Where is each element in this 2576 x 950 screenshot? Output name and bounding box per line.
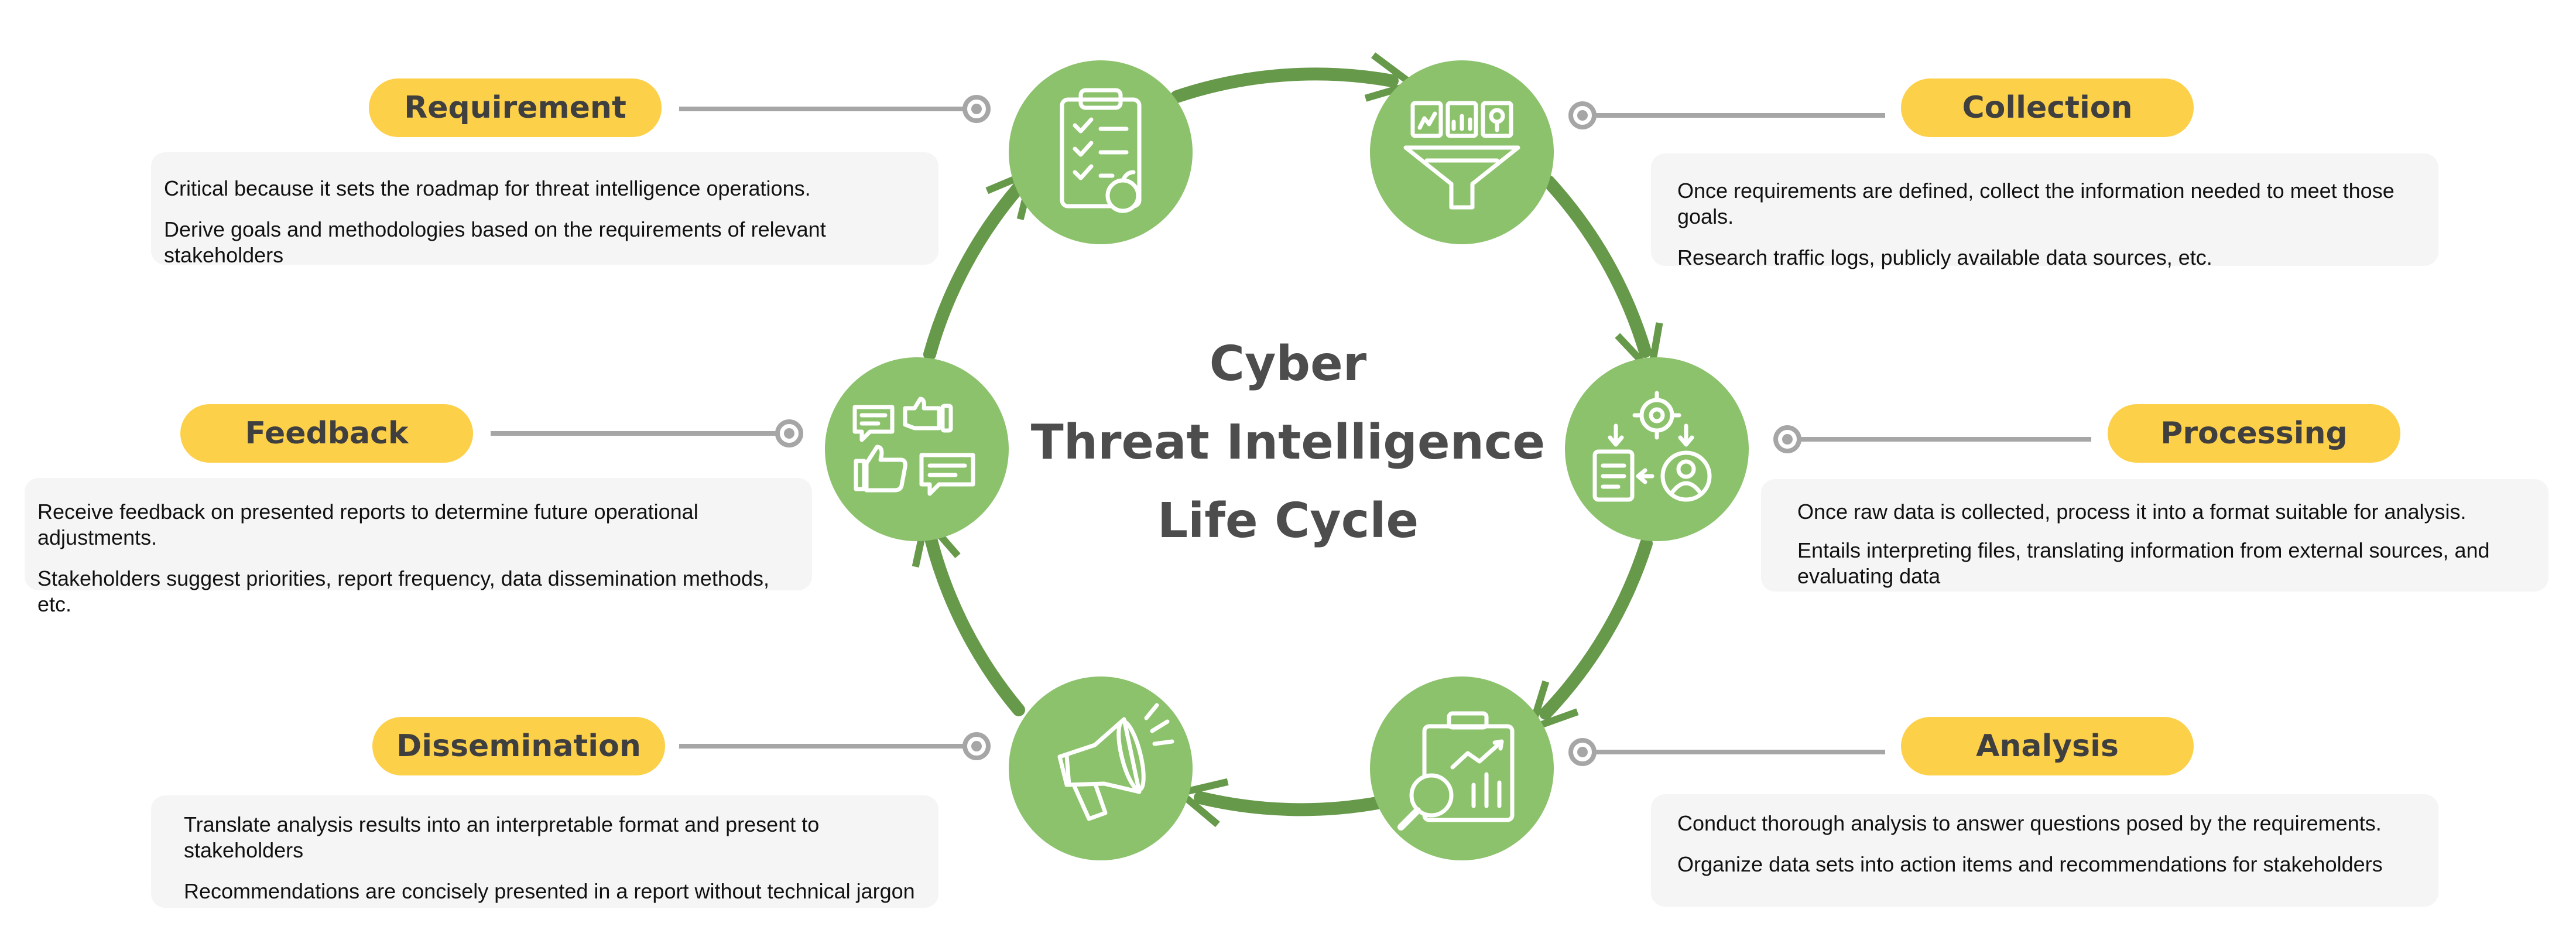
- processing-circle: [1565, 357, 1749, 541]
- collection-point-1: Once requirements are defined, collect t…: [1677, 179, 2395, 228]
- analysis-description: Conduct thorough analysis to answer ques…: [1651, 794, 2438, 907]
- feedback-point-2: Stakeholders suggest priorities, report …: [37, 566, 769, 616]
- dissemination-point-2: Recommendations are concisely presented …: [184, 879, 915, 903]
- requirement-point-1: Critical because it sets the roadmap for…: [164, 176, 811, 200]
- dissemination-circle: [1009, 676, 1193, 860]
- arrow-dissemination-to-feedback: [931, 539, 1025, 716]
- processing-point-1: Once raw data is collected, process it i…: [1797, 500, 2467, 524]
- data-funnel-icon: [1403, 101, 1520, 210]
- cycle-arrows: [930, 74, 1646, 809]
- collection-label: Collection: [1901, 78, 2194, 137]
- requirement-label: Requirement: [369, 78, 662, 137]
- clipboard-checklist-icon: [1060, 88, 1142, 213]
- connectors: [491, 95, 2091, 766]
- arrow-processing-to-analysis: [1546, 537, 1653, 713]
- dissemination-description: Translate analysis results into an inter…: [151, 795, 938, 908]
- requirement-description: Critical because it sets the roadmap for…: [151, 152, 938, 267]
- feedback-circle: [825, 357, 1009, 541]
- feedback-label: Feedback: [180, 404, 473, 463]
- processing-point-2: Entails interpreting files, translating …: [1797, 538, 2490, 588]
- megaphone-icon: [1057, 703, 1174, 821]
- gear-document-user-icon: [1592, 391, 1712, 502]
- collection-point-2: Research traffic logs, publicly availabl…: [1677, 245, 2212, 269]
- arrow-feedback-to-requirement: [923, 187, 1019, 361]
- collection-circle: [1370, 60, 1554, 244]
- arrow-analysis-to-dissemination: [1200, 798, 1387, 809]
- diagram-title-line-1: Cyber: [1209, 336, 1367, 392]
- analysis-point-2: Organize data sets into action items and…: [1677, 852, 2383, 876]
- arrow-collection-to-processing: [1542, 175, 1645, 351]
- dissemination-label: Dissemination: [372, 717, 665, 775]
- arrow-requirement-to-collection: [1170, 74, 1392, 103]
- diagram-title-line-3: Life Cycle: [1157, 493, 1419, 549]
- analysis-label: Analysis: [1901, 717, 2194, 775]
- requirement-point-2: Derive goals and methodologies based on …: [164, 217, 826, 267]
- processing-label: Processing: [2108, 404, 2400, 463]
- analysis-point-1: Conduct thorough analysis to answer ques…: [1677, 811, 2382, 835]
- feedback-point-1: Receive feedback on presented reports to…: [37, 500, 698, 549]
- collection-description: Once requirements are defined, collect t…: [1651, 153, 2438, 269]
- processing-description: Once raw data is collected, process it i…: [1761, 479, 2548, 592]
- dissemination-point-1: Translate analysis results into an inter…: [184, 812, 820, 862]
- magnifier-chart-icon: [1397, 711, 1515, 831]
- analysis-circle: [1370, 676, 1554, 860]
- feedback-description: Receive feedback on presented reports to…: [25, 478, 812, 616]
- feedback-chat-thumbs-icon: [852, 397, 975, 496]
- diagram-title-line-2: Threat Intelligence: [1030, 415, 1546, 470]
